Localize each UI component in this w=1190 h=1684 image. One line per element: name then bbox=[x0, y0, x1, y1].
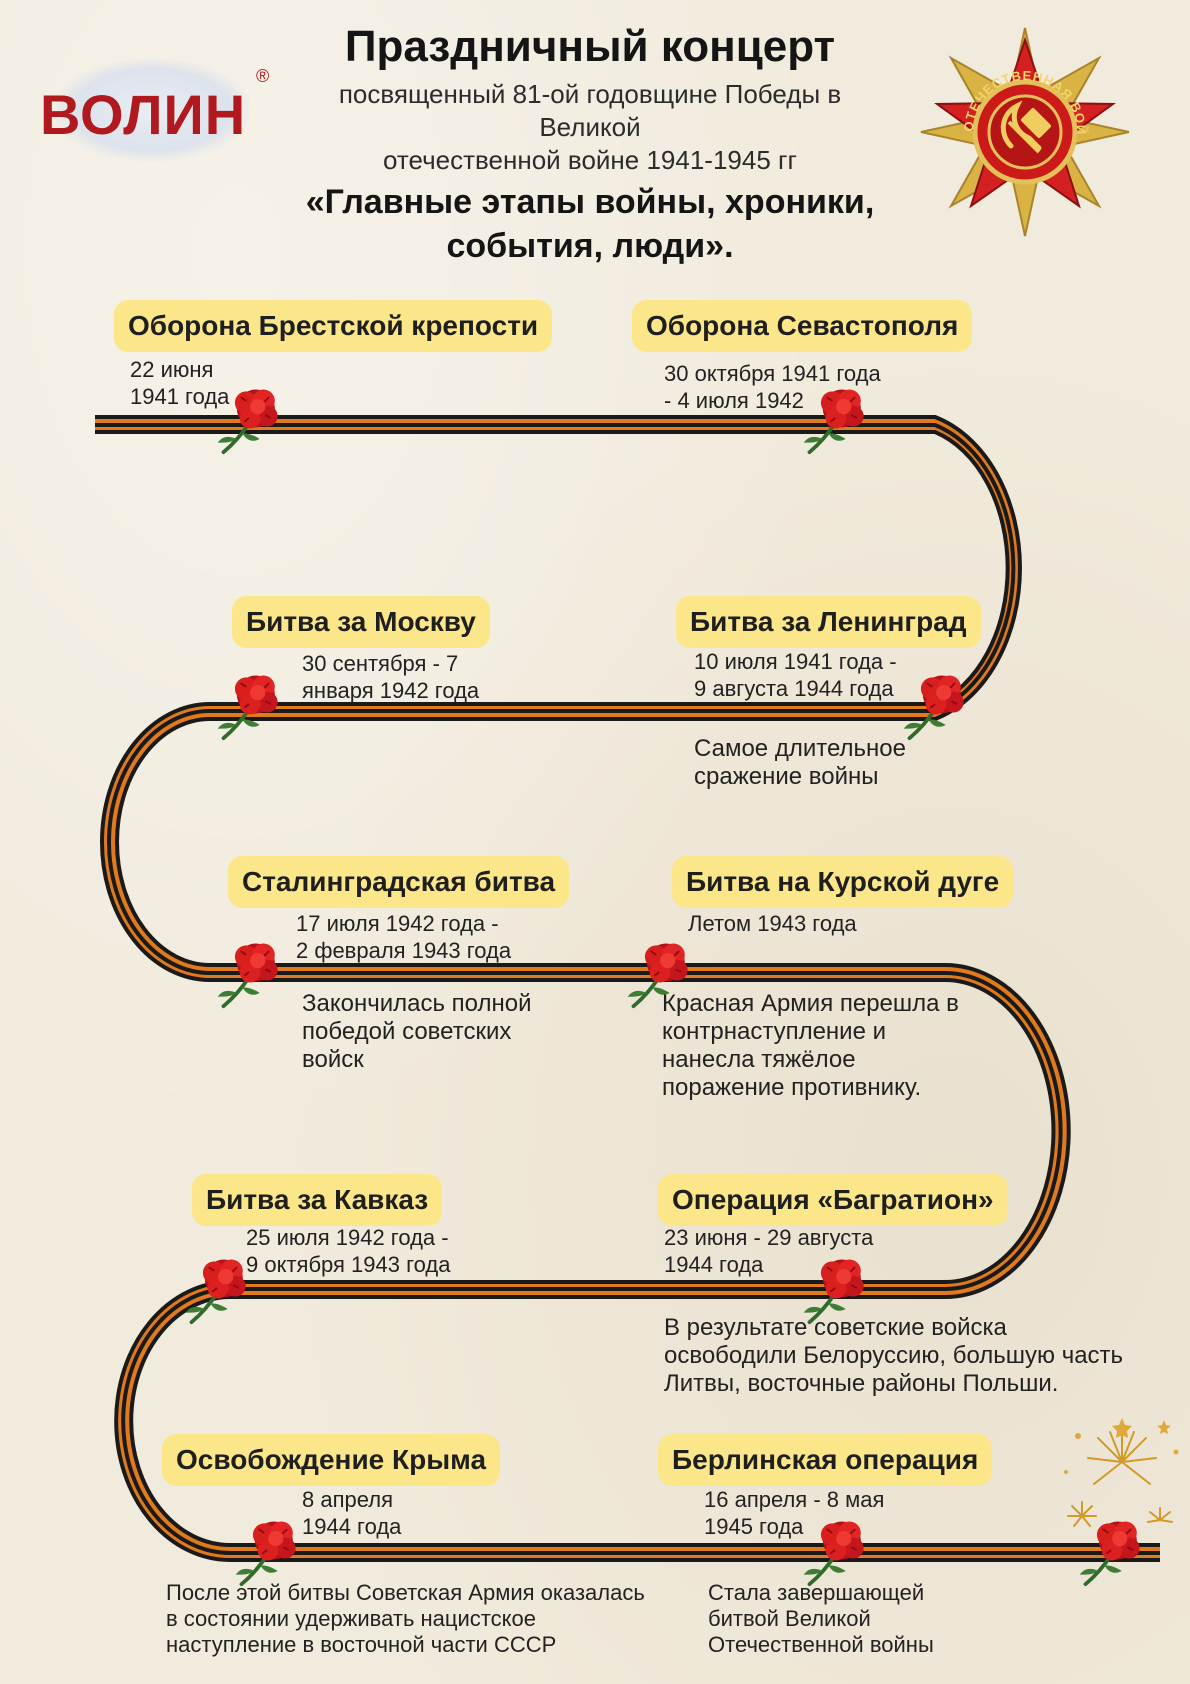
event-date-bagration: 23 июня - 29 августа 1944 года bbox=[664, 1224, 873, 1278]
desc-line: Закончилась полной bbox=[302, 990, 532, 1017]
desc-line: Стала завершающей bbox=[708, 1580, 925, 1605]
carnation-icon bbox=[800, 380, 876, 456]
date-line: 1941 года bbox=[130, 384, 230, 409]
event-date-berlin: 16 апреля - 8 мая 1945 года bbox=[704, 1486, 884, 1540]
desc-line: Литвы, восточные районы Польши. bbox=[664, 1370, 1059, 1397]
event-date-crimea: 8 апреля 1944 года bbox=[302, 1486, 401, 1540]
date-line: 25 июля 1942 года - bbox=[246, 1225, 449, 1250]
carnation-icon bbox=[800, 1512, 876, 1588]
event-title-stalingrad: Сталинградская битва bbox=[228, 856, 570, 908]
date-line: Летом 1943 года bbox=[688, 911, 857, 936]
event-desc-bagration: В результате советские войска освободили… bbox=[664, 1314, 1123, 1398]
date-line: 22 июня bbox=[130, 357, 214, 382]
event-date-moscow: 30 сентября - 7 января 1942 года bbox=[302, 650, 479, 704]
desc-line: Отечественной войны bbox=[708, 1632, 934, 1657]
desc-line: наступление в восточной части СССР bbox=[166, 1632, 557, 1657]
event-date-stalingrad: 17 июля 1942 года - 2 февраля 1943 года bbox=[296, 910, 511, 964]
event-title-leningrad: Битва за Ленинград bbox=[676, 596, 981, 648]
event-title-kursk: Битва на Курской дуге bbox=[672, 856, 1014, 908]
date-line: 17 июля 1942 года - bbox=[296, 911, 499, 936]
desc-line: битвой Великой bbox=[708, 1606, 871, 1631]
date-line: 9 августа 1944 года bbox=[694, 676, 894, 701]
date-line: 23 июня - 29 августа bbox=[664, 1225, 874, 1250]
date-line: 2 февраля 1943 года bbox=[296, 938, 512, 963]
concert-theme: «Главные этапы войны, хроники, события, … bbox=[290, 180, 890, 268]
date-line: 8 апреля bbox=[302, 1487, 393, 1512]
theme-line: «Главные этапы войны, хроники, bbox=[305, 183, 875, 221]
event-title-berlin: Берлинская операция bbox=[658, 1434, 993, 1486]
fireworks-icon bbox=[1064, 1418, 1179, 1527]
desc-line: Красная Армия перешла в bbox=[662, 990, 959, 1017]
logo-swoosh bbox=[52, 58, 252, 162]
desc-line: нанесла тяжёлое bbox=[662, 1046, 856, 1073]
event-title-brest: Оборона Брестской крепости bbox=[114, 300, 553, 352]
carnation-icon bbox=[232, 1512, 308, 1588]
event-title-bagration: Операция «Багратион» bbox=[658, 1174, 1008, 1226]
event-title-sevastopol: Оборона Севастополя bbox=[632, 300, 973, 352]
date-line: 30 сентября - 7 bbox=[302, 651, 459, 676]
volin-logo: ВОЛИН ® bbox=[34, 52, 274, 170]
event-desc-stalingrad: Закончилась полной победой советских вой… bbox=[302, 990, 531, 1074]
page-subtitle: посвященный 81-ой годовщине Победы в Вел… bbox=[290, 78, 890, 177]
date-line: 30 октября 1941 года bbox=[664, 361, 881, 386]
desc-line: в состоянии удерживать нацистское bbox=[166, 1606, 536, 1631]
event-title-caucasus: Битва за Кавказ bbox=[192, 1174, 443, 1226]
date-line: января 1942 года bbox=[302, 678, 480, 703]
desc-line: В результате советские войска bbox=[664, 1314, 1007, 1341]
event-title-crimea: Освобождение Крыма bbox=[162, 1434, 501, 1486]
logo-registered-mark: ® bbox=[256, 66, 270, 86]
date-line: 1945 года bbox=[704, 1514, 804, 1539]
desc-line: сражение войны bbox=[694, 763, 879, 790]
page-title: Праздничный концерт bbox=[344, 22, 836, 71]
date-line: 9 октября 1943 года bbox=[246, 1252, 451, 1277]
carnation-icon bbox=[214, 934, 290, 1010]
desc-line: поражение противнику. bbox=[662, 1074, 922, 1101]
logo-word: ВОЛИН bbox=[40, 83, 247, 146]
date-line: 10 июля 1941 года - bbox=[694, 649, 897, 674]
desc-line: победой советских bbox=[302, 1018, 512, 1045]
date-line: 1944 года bbox=[664, 1252, 764, 1277]
desc-line: контрнаступление и bbox=[662, 1018, 887, 1045]
subtitle-line: посвященный 81-ой годовщине Победы в bbox=[338, 79, 842, 109]
event-desc-crimea: После этой битвы Советская Армия оказала… bbox=[166, 1580, 645, 1658]
desc-line: войск bbox=[302, 1046, 364, 1073]
carnation-icon bbox=[214, 666, 290, 742]
date-line: - 4 июля 1942 bbox=[664, 388, 804, 413]
theme-line: события, люди». bbox=[446, 227, 734, 265]
event-date-sevastopol: 30 октября 1941 года - 4 июля 1942 bbox=[664, 360, 881, 414]
desc-line: После этой битвы Советская Армия оказала… bbox=[166, 1580, 645, 1605]
event-date-brest: 22 июня 1941 года bbox=[130, 356, 229, 410]
event-date-caucasus: 25 июля 1942 года - 9 октября 1943 года bbox=[246, 1224, 450, 1278]
subtitle-line: Великой bbox=[539, 112, 641, 142]
desc-line: освободили Белоруссию, большую часть bbox=[664, 1342, 1124, 1369]
event-date-leningrad: 10 июля 1941 года - 9 августа 1944 года bbox=[694, 648, 897, 702]
event-desc-leningrad: Самое длительное сражение войны bbox=[694, 735, 906, 791]
event-desc-berlin: Стала завершающей битвой Великой Отечест… bbox=[708, 1580, 934, 1658]
date-line: 1944 года bbox=[302, 1514, 402, 1539]
order-of-patriotic-war-icon: ОТЕЧЕСТВЕННАЯ ВОЙНА bbox=[915, 22, 1130, 237]
date-line: 16 апреля - 8 мая bbox=[704, 1487, 885, 1512]
subtitle-line: отечественной войне 1941-1945 гг bbox=[383, 145, 797, 175]
event-desc-kursk: Красная Армия перешла в контрнаступление… bbox=[662, 990, 959, 1102]
event-date-kursk: Летом 1943 года bbox=[688, 910, 857, 937]
carnation-icon bbox=[214, 380, 290, 456]
carnation-icon bbox=[900, 666, 976, 742]
event-title-moscow: Битва за Москву bbox=[232, 596, 490, 648]
desc-line: Самое длительное bbox=[694, 735, 906, 762]
carnation-icon bbox=[182, 1250, 258, 1326]
